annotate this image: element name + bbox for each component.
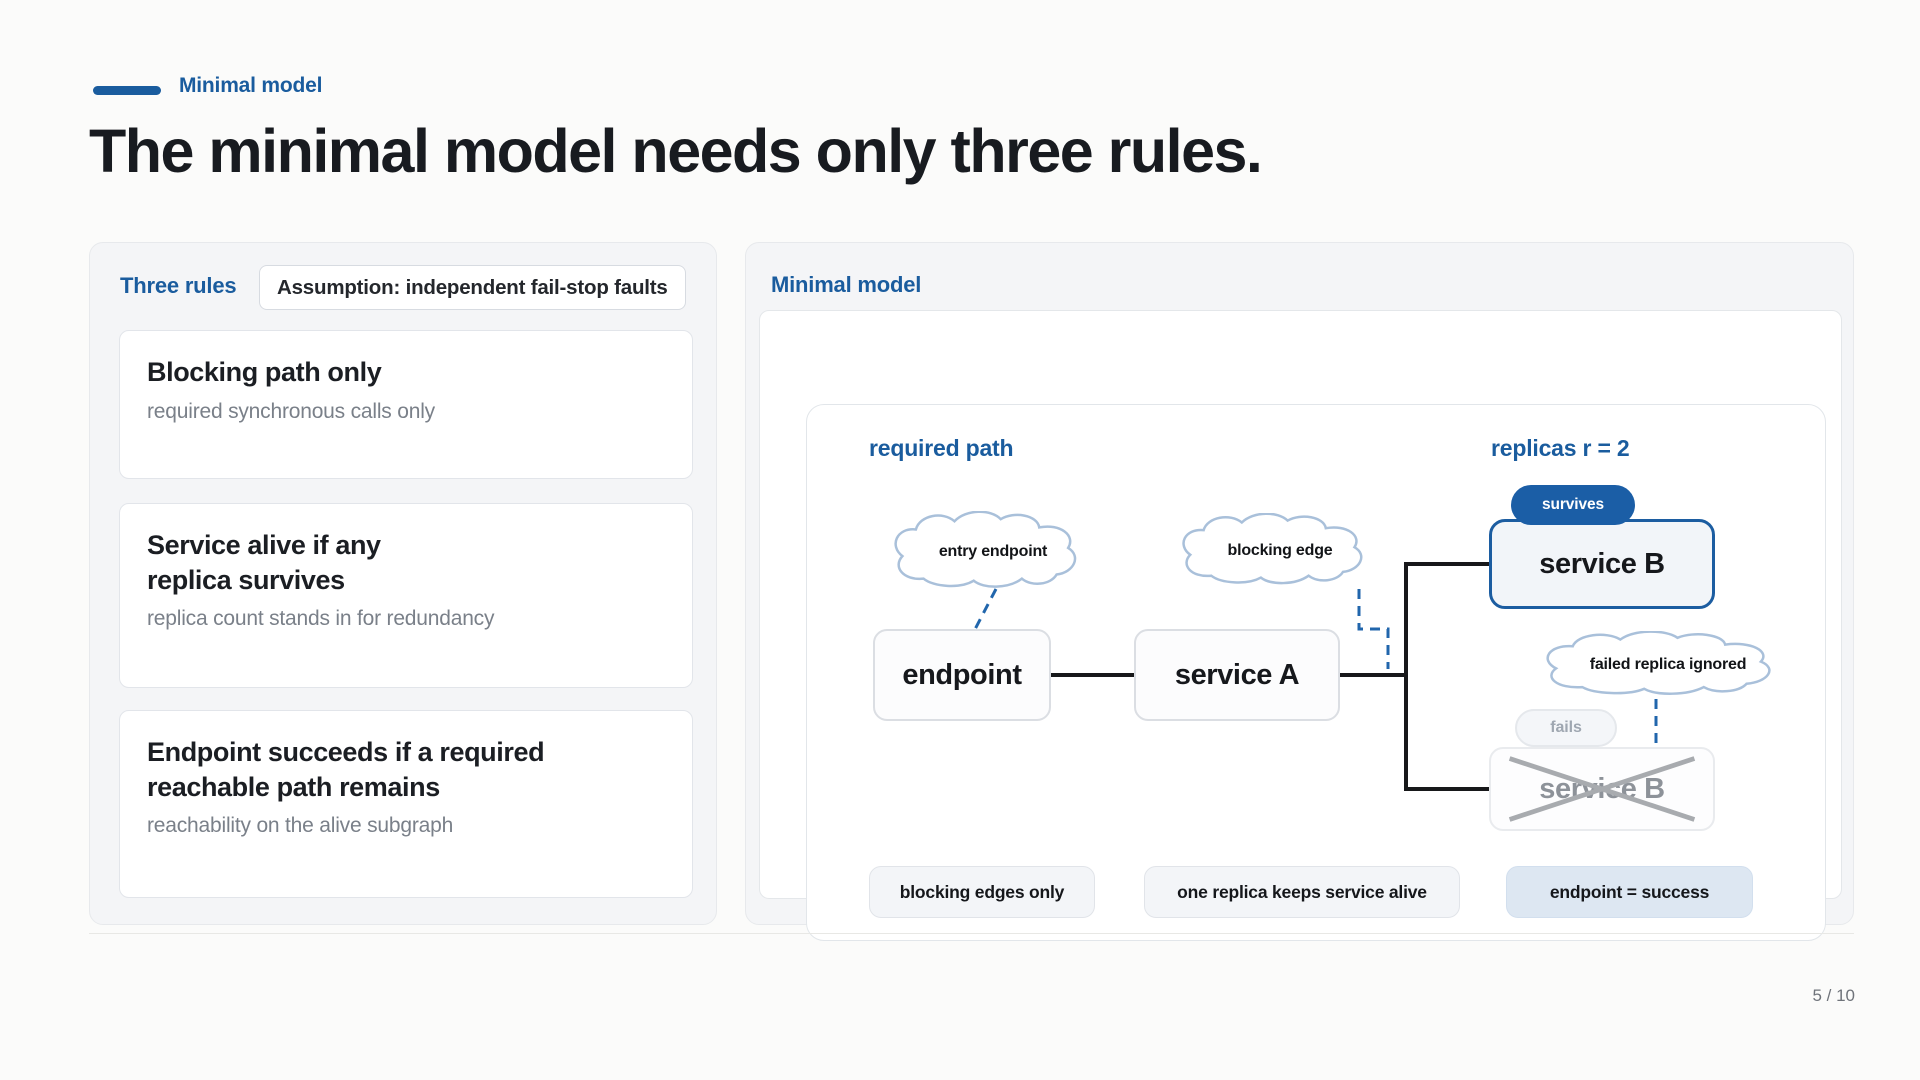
survives-badge: survives (1511, 485, 1635, 525)
connector-lines (970, 562, 1658, 791)
footer-divider (89, 933, 1854, 934)
cross-out-icon (1508, 756, 1696, 822)
leader-blocking-edge (1357, 589, 1390, 669)
service-a-node: service A (1134, 629, 1340, 721)
cloud-icon (887, 511, 1099, 593)
page-title: The minimal model needs only three rules… (89, 117, 1263, 185)
eyebrow-accent-dash (93, 86, 161, 95)
page-number: 5 / 10 (1812, 986, 1855, 1005)
rule-title: Service alive if any replica survives (147, 530, 381, 595)
service-b-failed-node: service B (1489, 747, 1715, 831)
rule-title: Endpoint succeeds if a required reachabl… (147, 737, 545, 802)
cloud-label: blocking edge (1227, 542, 1333, 559)
rule-card-service-alive: Service alive if any replica survives re… (119, 503, 693, 688)
rule-description: reachability on the alive subgraph (147, 814, 454, 838)
leader-entry-endpoint (970, 588, 998, 636)
eyebrow-label: Minimal model (179, 74, 323, 97)
entry-endpoint-cloud: entry endpoint (887, 511, 1099, 593)
required-path-label: required path (869, 435, 1014, 461)
failed-replica-cloud: failed replica ignored (1537, 631, 1799, 699)
rule-description: replica count stands in for redundancy (147, 607, 495, 631)
diagram-outer-card: required path replicas r = 2 entry endpo… (759, 310, 1842, 941)
chip-endpoint-success: endpoint = success (1506, 866, 1753, 918)
chip-one-replica-keeps-alive: one replica keeps service alive (1144, 866, 1460, 918)
three-rules-panel: Three rules Assumption: independent fail… (89, 242, 717, 925)
cloud-label: entry endpoint (938, 543, 1048, 560)
rule-title: Blocking path only (147, 357, 382, 387)
minimal-model-panel-title: Minimal model (771, 272, 922, 297)
minimal-model-panel: Minimal model required path replicas r =… (745, 242, 1854, 941)
fails-badge: fails (1515, 709, 1617, 747)
cloud-icon (1175, 513, 1385, 589)
rule-card-endpoint-succeeds: Endpoint succeeds if a required reachabl… (119, 710, 693, 898)
chip-blocking-edges-only: blocking edges only (869, 866, 1095, 918)
replicas-label: replicas r = 2 (1491, 435, 1630, 461)
three-rules-panel-title: Three rules (120, 273, 237, 298)
blocking-edge-cloud: blocking edge (1175, 513, 1385, 589)
service-b-surviving-node: service B (1489, 519, 1715, 609)
diagram-canvas: required path replicas r = 2 entry endpo… (806, 404, 1826, 941)
edge-replica-bracket (1404, 562, 1491, 791)
endpoint-node: endpoint (873, 629, 1051, 721)
assumption-badge: Assumption: independent fail-stop faults (259, 265, 686, 310)
cloud-icon (1537, 631, 1799, 699)
rule-description: required synchronous calls only (147, 399, 435, 423)
cloud-label: failed replica ignored (1589, 656, 1747, 673)
rule-card-blocking-path: Blocking path only required synchronous … (119, 330, 693, 479)
